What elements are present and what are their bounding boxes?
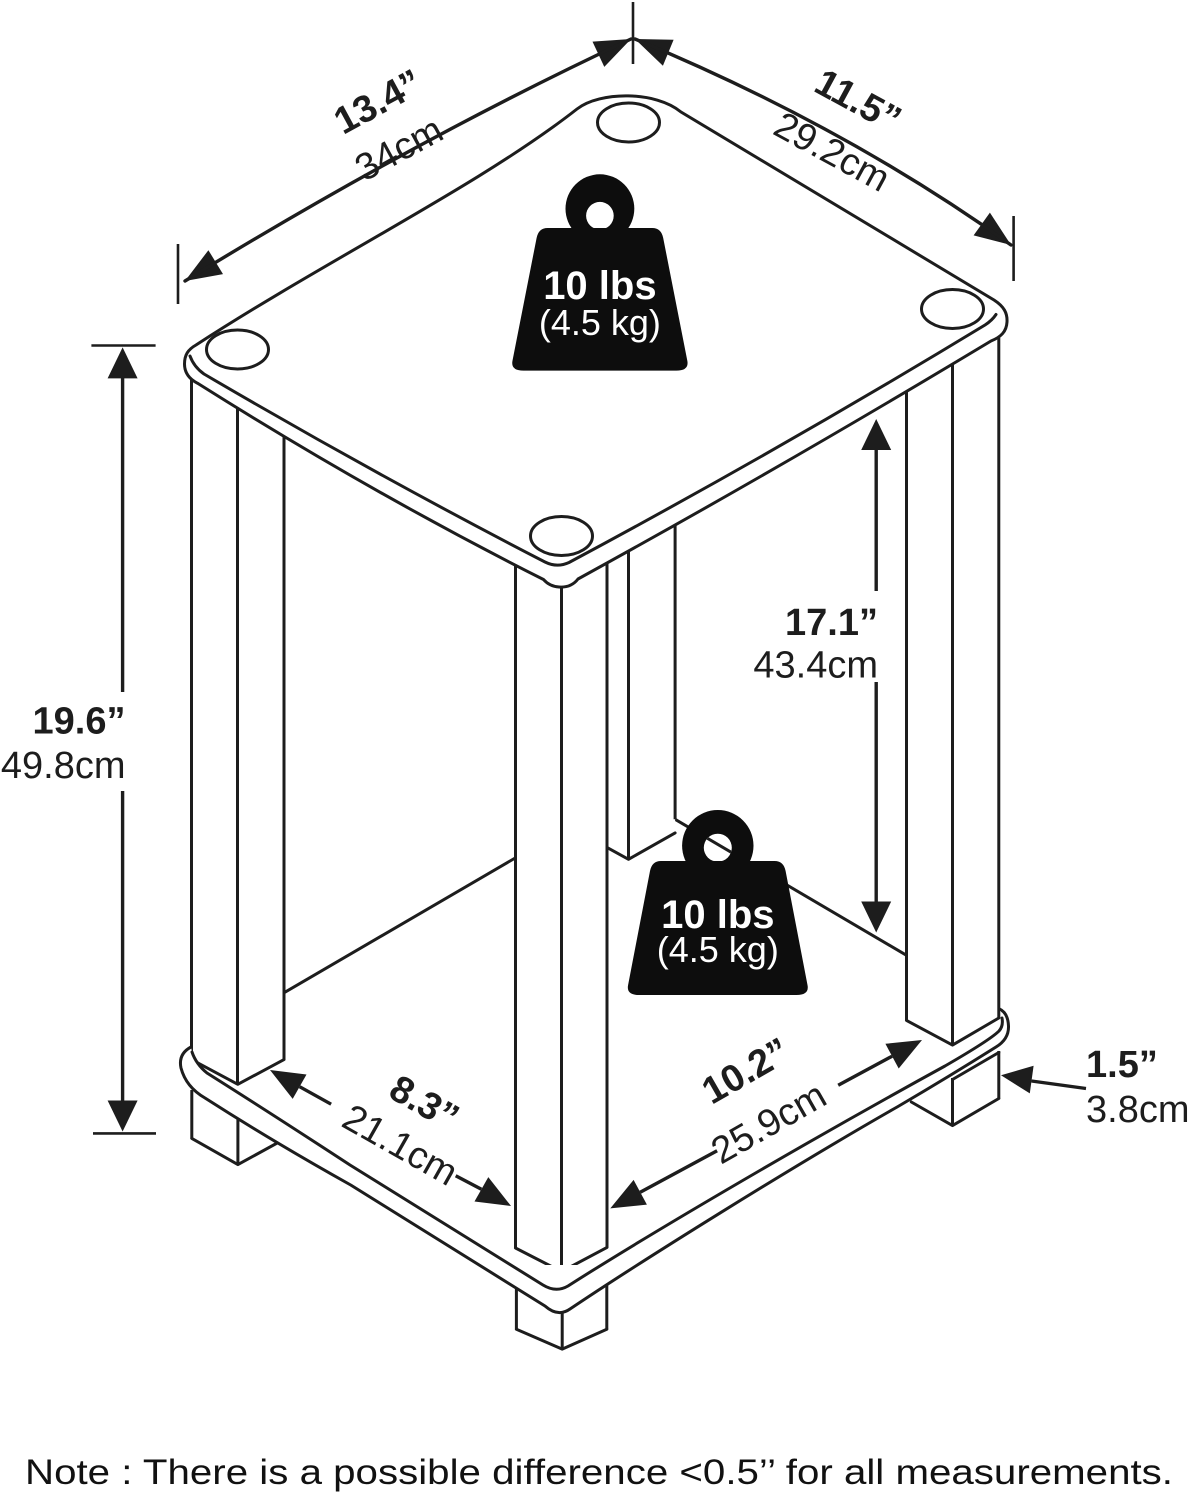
svg-text:(4.5 kg): (4.5 kg) — [657, 929, 779, 970]
svg-text:49.8cm: 49.8cm — [1, 745, 126, 787]
svg-text:19.6”: 19.6” — [33, 700, 126, 742]
svg-text:17.1”: 17.1” — [785, 602, 878, 644]
svg-text:43.4cm: 43.4cm — [753, 644, 878, 686]
svg-text:3.8cm: 3.8cm — [1086, 1089, 1189, 1131]
svg-text:10 lbs: 10 lbs — [543, 264, 656, 308]
svg-text:10 lbs: 10 lbs — [661, 893, 774, 937]
svg-text:Note : There is a possible dif: Note : There is a possible difference <0… — [25, 1453, 1173, 1492]
svg-text:1.5”: 1.5” — [1086, 1044, 1158, 1086]
svg-text:(4.5 kg): (4.5 kg) — [539, 302, 661, 343]
